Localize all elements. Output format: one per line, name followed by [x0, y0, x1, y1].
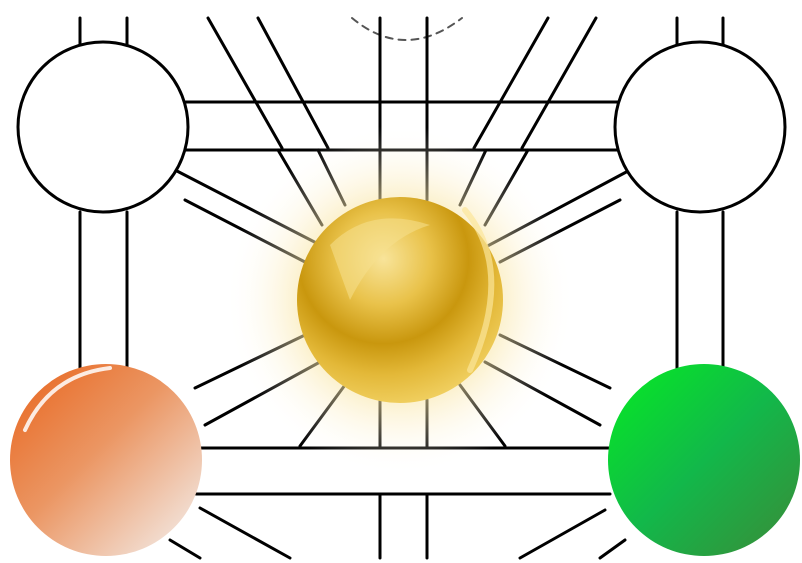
sweep-tr-a [474, 18, 548, 148]
dashed-arc [352, 18, 462, 40]
sweep-tr-b [522, 18, 596, 148]
bottom-stub-left-a [170, 540, 200, 558]
bottom-stub-right-b [600, 540, 625, 558]
bottom-stub-left-b [200, 508, 290, 558]
sweep-tl-a [208, 18, 282, 148]
orange-sphere-icon [10, 364, 202, 556]
bottom-stub-right-a [520, 510, 605, 558]
green-sphere-icon [608, 364, 800, 556]
sweep-tl-b [258, 18, 328, 148]
top-left-circle [18, 42, 188, 212]
top-right-circle [615, 42, 785, 212]
gold-sphere-icon [297, 197, 503, 403]
